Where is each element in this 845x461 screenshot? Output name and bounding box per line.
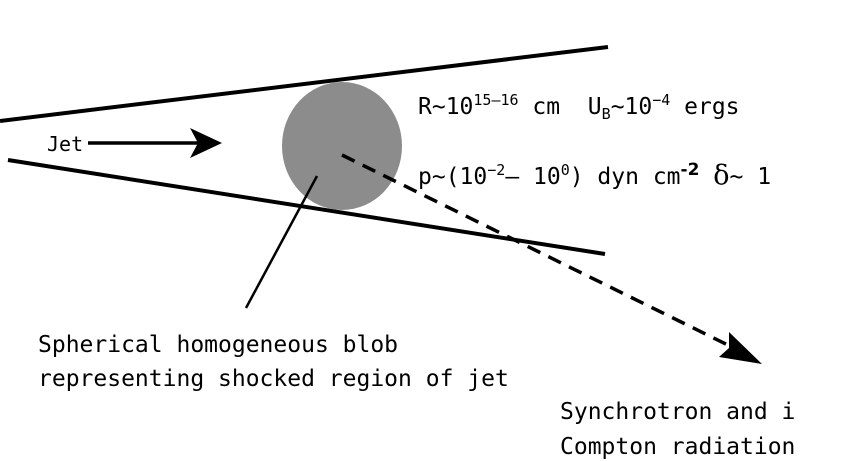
u-unit: ergs — [670, 94, 740, 120]
p-mid: – 10 — [505, 164, 561, 190]
shocked-blob — [282, 82, 402, 210]
delta-tail: ~ 1 — [729, 164, 772, 190]
radiation-caption-text-1: Synchrotron and i — [560, 399, 796, 425]
p-unit-exponent: -2 — [680, 160, 700, 180]
p-exponent-2: 0 — [560, 161, 570, 179]
blob-caption-line-2: representing shocked region of jet — [38, 368, 509, 391]
jet-upper-wall — [0, 45, 609, 123]
radiation-caption-text-2: Compton radiation — [560, 434, 796, 460]
u-mid: ~10 — [610, 94, 653, 120]
radiation-caption-line-1: Synchrotron and i — [560, 401, 795, 424]
radiation-arrow-shaft — [341, 153, 739, 352]
blob-caption-text-2: representing shocked region of jet — [38, 366, 509, 392]
jet-label-text: Jet — [47, 132, 84, 156]
radiation-arrowhead — [719, 332, 762, 364]
blob-pointer-line — [244, 175, 319, 309]
r-exponent: 15–16 — [473, 91, 519, 109]
jet-lower-wall — [7, 158, 606, 256]
radiation-caption-line-2: Compton radiation — [560, 436, 795, 459]
params-row-2: p~(10−2– 100) dyn cm-2 δ~ 1 — [418, 160, 772, 191]
jet-label: Jet — [47, 134, 83, 154]
p-exponent-1: −2 — [487, 161, 506, 179]
r-prefix: R~10 — [418, 94, 474, 120]
p-prefix: p~(10 — [418, 164, 488, 190]
u-exponent: −4 — [652, 91, 671, 109]
r-unit: cm — [518, 94, 561, 120]
p-suffix: ) dyn cm — [569, 164, 681, 190]
params-row-1: R~1015–16 cm UB~10−4 ergs — [418, 93, 740, 122]
blob-caption-line-1: Spherical homogeneous blob — [38, 334, 398, 357]
u-symbol: U — [587, 94, 602, 120]
blob-caption-text-1: Spherical homogeneous blob — [38, 332, 399, 358]
delta-symbol: δ — [713, 160, 730, 191]
u-subscript: B — [601, 105, 611, 123]
jet-direction-arrowhead — [190, 128, 222, 158]
